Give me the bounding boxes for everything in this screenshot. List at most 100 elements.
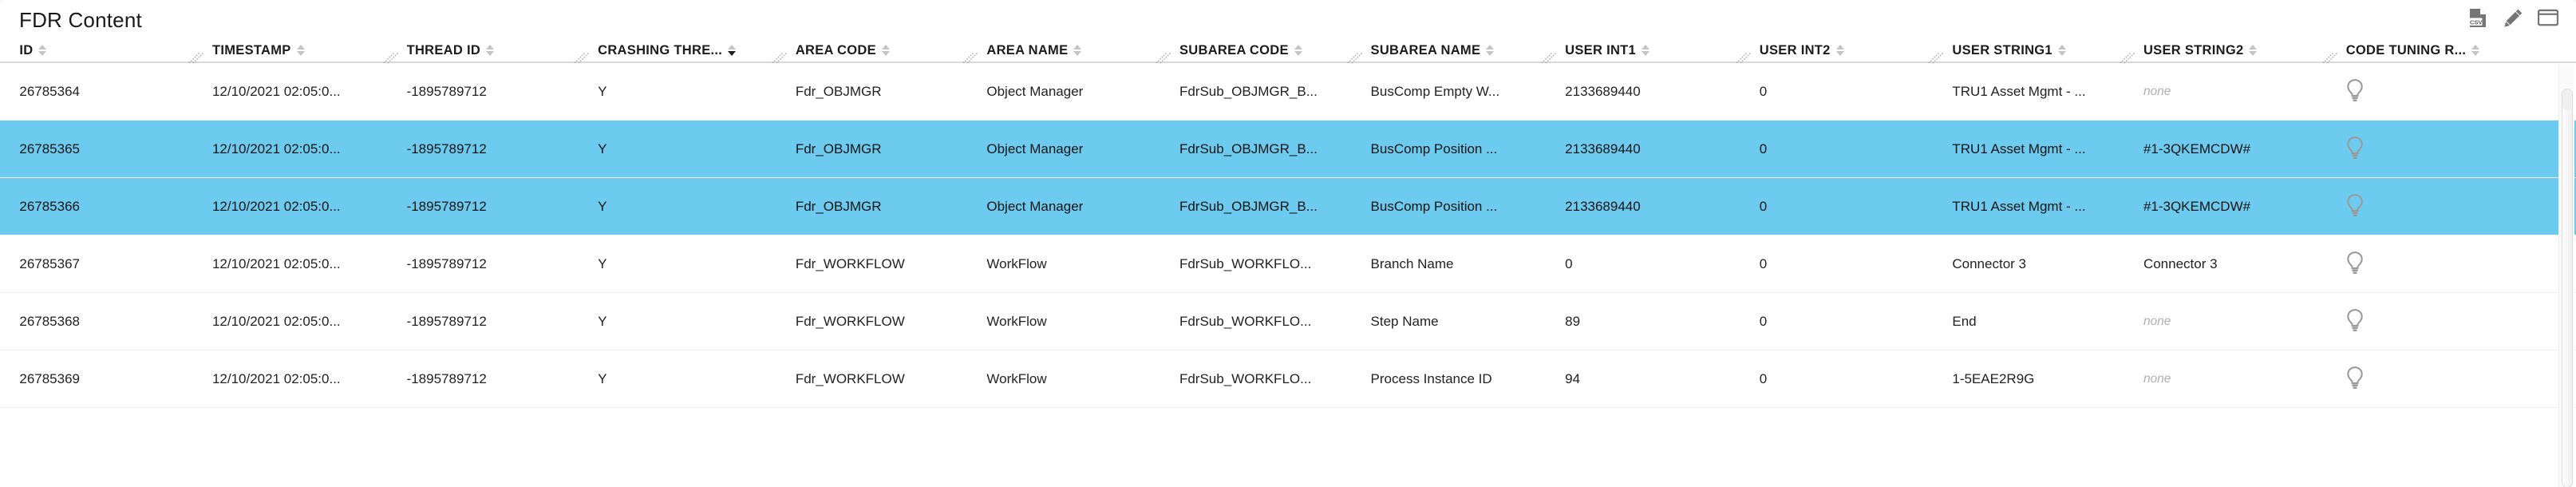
sort-toggle-icon[interactable] [1073,44,1082,56]
cell-user_string2[interactable]: #1-3QKEMCDW# [2143,141,2251,156]
cell-user_int2[interactable]: 0 [1759,84,1768,99]
column-resize-grip[interactable] [1926,52,1944,64]
cell-id[interactable]: 26785368 [19,314,80,329]
column-resize-grip[interactable] [1345,52,1363,64]
cell-thread_id[interactable]: -1895789712 [406,84,487,99]
column-resize-grip[interactable] [770,52,788,64]
cell-user_string1[interactable]: TRU1 Asset Mgmt - ... [1952,84,2086,99]
sort-toggle-icon[interactable] [486,44,495,56]
column-header-thread_id[interactable]: THREAD ID [407,35,599,63]
column-resize-grip[interactable] [187,52,204,64]
cell-timestamp[interactable]: 12/10/2021 02:05:0... [211,141,341,156]
cell-subarea_name[interactable]: BusComp Empty W... [1370,84,1500,99]
column-header-id[interactable]: ID [19,35,211,63]
cell-user_string1[interactable]: TRU1 Asset Mgmt - ... [1952,141,2086,156]
column-resize-grip[interactable] [2321,52,2338,64]
sort-toggle-icon[interactable] [2471,44,2480,56]
cell-crashing_thr[interactable]: Y [598,371,607,386]
cell-code_tuning[interactable] [2346,293,2541,350]
column-header-subarea_code[interactable]: SUBAREA CODE [1179,35,1371,63]
lightbulb-icon[interactable] [2346,136,2364,164]
column-header-area_code[interactable]: AREA CODE [796,35,987,63]
cell-user_int1[interactable]: 2133689440 [1565,199,1641,214]
cell-user_int2[interactable]: 0 [1759,256,1768,271]
column-resize-grip[interactable] [1154,52,1171,64]
cell-subarea_name[interactable]: Step Name [1370,314,1439,329]
cell-user_int1[interactable]: 0 [1565,256,1573,271]
column-header-timestamp[interactable]: TIMESTAMP [212,35,404,63]
cell-user_int1[interactable]: 89 [1565,314,1581,329]
cell-id[interactable]: 26785369 [19,371,80,386]
cell-subarea_name[interactable]: Process Instance ID [1370,371,1492,386]
cell-subarea_name[interactable]: BusComp Position ... [1370,199,1498,214]
cell-user_string1[interactable]: 1-5EAE2R9G [1952,371,2035,386]
sort-toggle-icon[interactable] [1294,44,1302,56]
lightbulb-icon[interactable] [2346,308,2364,336]
table-row[interactable]: 26785367 12/10/2021 02:05:0... -1895789712… [0,236,2576,293]
cell-thread_id[interactable]: -1895789712 [406,256,487,271]
lightbulb-icon[interactable] [2346,251,2364,279]
sort-toggle-icon[interactable] [2057,44,2066,56]
cell-crashing_thr[interactable]: Y [598,84,607,99]
column-resize-grip[interactable] [1539,52,1557,64]
cell-crashing_thr[interactable]: Y [598,314,607,329]
cell-code_tuning[interactable] [2346,236,2541,293]
cell-subarea_name[interactable]: BusComp Position ... [1370,141,1498,156]
cell-area_name[interactable]: WorkFlow [986,371,1047,386]
table-row[interactable]: 26785368 12/10/2021 02:05:0... -1895789712… [0,293,2576,350]
column-resize-grip[interactable] [381,52,399,64]
cell-area_name[interactable]: Object Manager [986,199,1084,214]
cell-area_name[interactable]: Object Manager [986,84,1084,99]
column-resize-grip[interactable] [572,52,590,64]
cell-thread_id[interactable]: -1895789712 [406,141,487,156]
column-resize-grip[interactable] [2118,52,2135,64]
cell-thread_id[interactable]: -1895789712 [406,199,487,214]
sort-toggle-icon[interactable] [2249,44,2258,56]
cell-area_name[interactable]: WorkFlow [986,314,1047,329]
cell-subarea_code[interactable]: FdrSub_WORKFLO... [1179,371,1312,386]
cell-crashing_thr[interactable]: Y [598,199,607,214]
table-row[interactable]: 26785364 12/10/2021 02:05:0... -1895789712… [0,63,2576,121]
column-header-crashing_thr[interactable]: CRASHING THRE... [598,35,799,63]
cell-user_string1[interactable]: End [1952,314,1977,329]
lightbulb-icon[interactable] [2346,78,2364,106]
cell-area_code[interactable]: Fdr_OBJMGR [795,84,882,99]
cell-thread_id[interactable]: -1895789712 [406,314,487,329]
cell-subarea_code[interactable]: FdrSub_WORKFLO... [1179,314,1312,329]
cell-subarea_code[interactable]: FdrSub_OBJMGR_B... [1179,141,1318,156]
cell-user_string2[interactable]: none [2143,85,2171,98]
cell-code_tuning[interactable] [2346,178,2541,236]
cell-timestamp[interactable]: 12/10/2021 02:05:0... [211,84,341,99]
sort-toggle-icon[interactable] [1642,44,1650,56]
column-resize-grip[interactable] [961,52,978,64]
cell-timestamp[interactable]: 12/10/2021 02:05:0... [211,199,341,214]
cell-area_code[interactable]: Fdr_WORKFLOW [795,314,905,329]
cell-timestamp[interactable]: 12/10/2021 02:05:0... [211,256,341,271]
cell-user_int2[interactable]: 0 [1759,199,1768,214]
vertical-scrollbar-thumb[interactable] [2562,89,2573,487]
cell-area_name[interactable]: Object Manager [986,141,1084,156]
cell-area_code[interactable]: Fdr_OBJMGR [795,141,882,156]
cell-area_code[interactable]: Fdr_WORKFLOW [795,256,905,271]
cell-id[interactable]: 26785364 [19,84,80,99]
cell-user_string1[interactable]: Connector 3 [1952,256,2026,271]
csv-export-icon[interactable]: CSV [2467,7,2488,28]
cell-timestamp[interactable]: 12/10/2021 02:05:0... [211,314,341,329]
cell-crashing_thr[interactable]: Y [598,256,607,271]
cell-user_string2[interactable]: #1-3QKEMCDW# [2143,199,2251,214]
cell-id[interactable]: 26785367 [19,256,80,271]
vertical-scrollbar[interactable] [2558,65,2574,487]
cell-user_int2[interactable]: 0 [1759,141,1768,156]
sort-toggle-icon[interactable] [38,44,47,56]
cell-code_tuning[interactable] [2346,63,2541,121]
lightbulb-icon[interactable] [2346,193,2364,221]
cell-thread_id[interactable]: -1895789712 [406,371,487,386]
lightbulb-icon[interactable] [2346,366,2364,394]
column-header-user_int2[interactable]: USER INT2 [1760,35,1951,63]
cell-id[interactable]: 26785366 [19,199,80,214]
cell-area_name[interactable]: WorkFlow [986,256,1047,271]
cell-area_code[interactable]: Fdr_WORKFLOW [795,371,905,386]
cell-user_int2[interactable]: 0 [1759,314,1768,329]
